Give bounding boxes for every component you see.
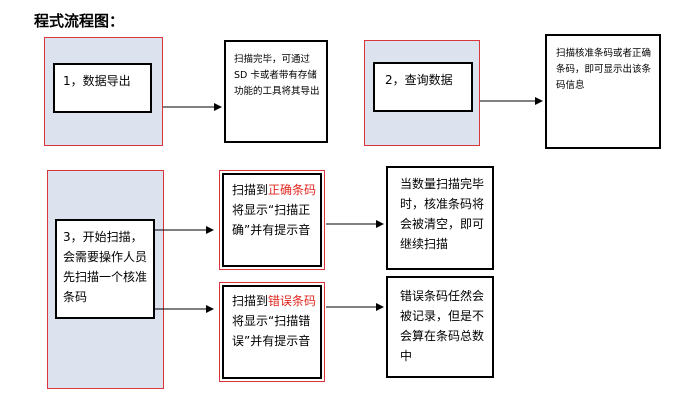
- step2-note-text: 扫描核准条码或者正确条码，即可显示出该条码信息: [556, 48, 652, 91]
- wrong-note-text: 错误条码任然会被记录，但是不会算在条码总数中: [400, 289, 485, 363]
- step2-note-box: 扫描核准条码或者正确条码，即可显示出该条码信息: [545, 34, 661, 149]
- page-title: 程式流程图：: [34, 12, 125, 30]
- step2-label: 2，查询数据: [385, 73, 453, 87]
- step1-label: 1，数据导出: [63, 74, 131, 88]
- step1-box: 1，数据导出: [53, 63, 152, 113]
- correct-note-text: 当数量扫描完毕时，核准条码将会被清空，即可继续扫描: [400, 177, 485, 251]
- correct-scan-text: 扫描到正确条码将显示“扫描正确”并有提示音: [232, 180, 318, 240]
- wrong-pre: 扫描到: [232, 294, 269, 308]
- wrong-scan-box: 扫描到错误条码将显示“扫描错误”并有提示音: [219, 282, 325, 382]
- correct-scan-box: 扫描到正确条码将显示“扫描正确”并有提示音: [219, 170, 325, 270]
- wrong-note-box: 错误条码任然会被记录，但是不会算在条码总数中: [386, 276, 494, 378]
- step1-note-text: 扫描完毕，可通过SD 卡或者带有存储功能的工具将其导出: [234, 54, 320, 97]
- wrong-scan-text: 扫描到错误条码将显示“扫描错误”并有提示音: [232, 291, 318, 351]
- step2-box: 2，查询数据: [373, 62, 473, 112]
- correct-note-box: 当数量扫描完毕时，核准条码将会被清空，即可继续扫描: [386, 166, 494, 270]
- step3-label: 3，开始扫描，会需要操作人员先扫描一个核准条码: [63, 230, 148, 304]
- correct-pre: 扫描到: [232, 183, 269, 197]
- correct-highlight: 正确条码: [268, 183, 317, 197]
- wrong-highlight: 错误条码: [268, 294, 317, 308]
- correct-post: 将显示“扫描正确”并有提示音: [232, 203, 311, 237]
- step1-note-box: 扫描完毕，可通过SD 卡或者带有存储功能的工具将其导出: [224, 40, 328, 143]
- step3-box: 3，开始扫描，会需要操作人员先扫描一个核准条码: [55, 219, 155, 319]
- wrong-post: 将显示“扫描错误”并有提示音: [232, 314, 311, 348]
